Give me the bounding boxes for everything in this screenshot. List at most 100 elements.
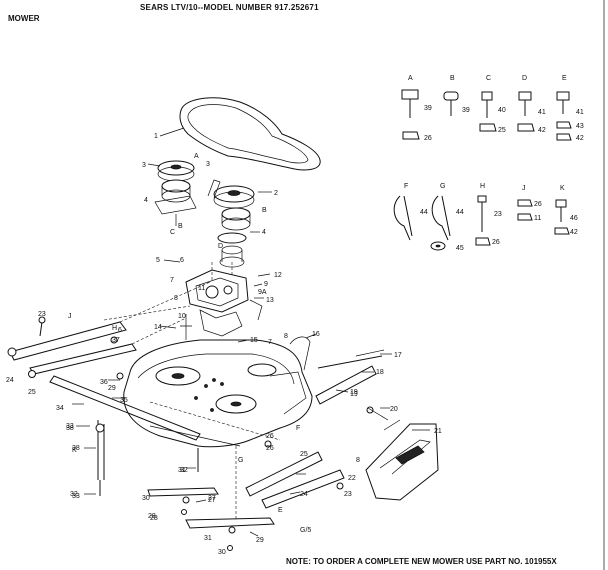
callout-label: 31 (178, 467, 186, 474)
callout-label: 30 (142, 495, 150, 502)
hardware-letter: G (440, 183, 445, 190)
hardware-letter: B (450, 75, 455, 82)
diagram-code: G/5 (300, 527, 312, 534)
discharge-chute (365, 419, 439, 501)
callout-label: 8 (174, 295, 178, 302)
callout-label: 34 (56, 405, 64, 412)
hardware-bolts-top (401, 89, 572, 141)
callout-label: 7 (268, 339, 272, 346)
hardware-number: 44 (456, 209, 464, 216)
hardware-letter: K (560, 185, 565, 192)
leader-lines (72, 127, 430, 537)
hardware-number: 25 (498, 127, 506, 134)
callout-label: 6 (118, 327, 122, 334)
hardware-number: 26 (534, 201, 542, 208)
callout-label: 18 (376, 369, 384, 376)
hardware-number: 42 (538, 127, 546, 134)
callout-label: 26 (266, 433, 274, 440)
callout-label: 26 (266, 445, 274, 452)
callout-label: 29 (108, 385, 116, 392)
callout-label: J (68, 313, 72, 320)
callout-label: 33 (66, 423, 74, 430)
hardware-number: 43 (576, 123, 584, 130)
hardware-labels: A B C D E F G H J K 39 39 40 41 41 26 25… (404, 75, 584, 252)
callout-label: 22 (348, 475, 356, 482)
hardware-number: 26 (492, 239, 500, 246)
callout-label: 14 (154, 324, 162, 331)
callout-label: 8 (356, 457, 360, 464)
hardware-letter: J (522, 185, 526, 192)
drive-belt (179, 97, 321, 171)
hardware-letter: F (404, 183, 408, 190)
callout-label: 17 (394, 352, 402, 359)
hardware-number: 41 (576, 109, 584, 116)
callout-label: B (178, 223, 183, 230)
callout-label: 28 (148, 513, 156, 520)
callout-label: 8 (284, 333, 288, 340)
callout-label: 7 (170, 277, 174, 284)
hardware-number: 44 (420, 209, 428, 216)
callout-label: 24 (300, 491, 308, 498)
hardware-number: 45 (456, 245, 464, 252)
hardware-number: 11 (534, 215, 541, 222)
callout-label: 38 (72, 445, 80, 452)
callout-label: 35 (120, 397, 128, 404)
callout-label: 13 (266, 297, 274, 304)
hardware-letter: H (480, 183, 485, 190)
misc-hardware (7, 316, 389, 551)
hardware-letter: E (562, 75, 567, 82)
section-label: MOWER (8, 14, 40, 23)
callout-label: 23 (38, 311, 46, 318)
callout-label: 4 (144, 197, 148, 204)
callout-labels: 1 2 3 3 A 4 B C B 4 5 D 6 7 8 9 9A 10 11… (6, 133, 442, 556)
hardware-letter: A (408, 75, 413, 82)
callout-label: 20 (390, 406, 398, 413)
hardware-pins-lower (393, 195, 570, 251)
diagram-title: SEARS LTV/10--MODEL NUMBER 917.252671 (140, 3, 319, 12)
callout-label: 15 (250, 337, 258, 344)
deck-hangers (9, 281, 383, 529)
hardware-number: 26 (424, 135, 432, 142)
order-note: NOTE: TO ORDER A COMPLETE NEW MOWER USE … (286, 557, 557, 566)
callout-label: 16 (312, 331, 320, 338)
callout-label: 12 (274, 272, 282, 279)
hardware-number: 42 (576, 135, 584, 142)
callout-label: H (112, 325, 117, 332)
callout-label: 25 (300, 451, 308, 458)
hardware-number: 41 (538, 109, 546, 116)
callout-label: G (238, 457, 243, 464)
callout-label: 38 (66, 425, 74, 432)
callout-label: 23 (344, 491, 352, 498)
callout-label: 19 (350, 389, 358, 396)
callout-label: F (296, 425, 300, 432)
callout-label: 1 (154, 133, 158, 140)
callout-label: 21 (434, 428, 442, 435)
callout-label: 36 (100, 379, 108, 386)
hardware-number: 23 (494, 211, 502, 218)
callout-label: 6 (180, 257, 184, 264)
callout-label: 25 (28, 389, 36, 396)
hardware-letter: C (486, 75, 491, 82)
hardware-number: 39 (462, 107, 470, 114)
hardware-number: 40 (498, 107, 506, 114)
callout-label: B (262, 207, 267, 214)
callout-label: 28 (150, 515, 158, 522)
callout-label: 37 (112, 337, 120, 344)
callout-label: 24 (6, 377, 14, 384)
callout-label: 29 (256, 537, 264, 544)
callout-label: 30 (218, 549, 226, 556)
callout-label: 27 (208, 497, 216, 504)
callout-label: 2 (274, 190, 278, 197)
callout-label: 9A (258, 289, 267, 296)
hardware-number: 39 (424, 105, 432, 112)
callout-label: 11 (198, 285, 205, 292)
idler-pulley-left (154, 160, 197, 226)
idler-pulley-right (207, 179, 255, 231)
hardware-letter: D (522, 75, 527, 82)
callout-label: A (194, 153, 199, 160)
callout-label: 19 (350, 391, 358, 398)
callout-label: 5 (156, 257, 160, 264)
callout-label: 9 (264, 281, 268, 288)
callout-label: E (278, 507, 283, 514)
